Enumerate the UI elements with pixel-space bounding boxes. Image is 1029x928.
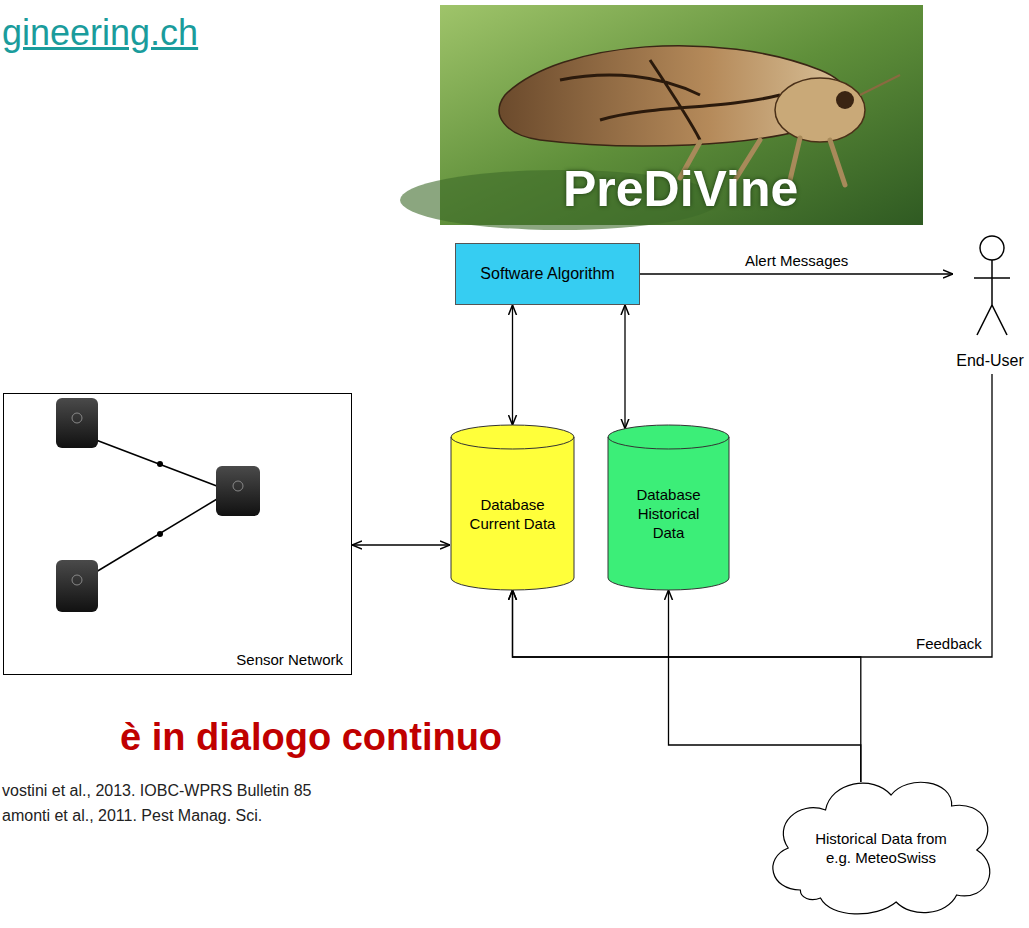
sensor-device (56, 560, 98, 612)
cylinder-rim (451, 437, 574, 449)
actor-figure-drawing (974, 236, 1010, 335)
cloud-source: Historical Data from e.g. MeteoSwiss (760, 770, 1002, 920)
sensor-device (56, 398, 98, 448)
cylinder-body (451, 425, 574, 590)
insect-head (775, 78, 865, 142)
device-led (72, 575, 82, 585)
connector-arrow (624, 305, 625, 429)
process-box: Software Algorithm (455, 243, 640, 305)
connector-arrow (669, 590, 861, 782)
actor-leg (977, 305, 992, 335)
connector-label: Feedback (914, 635, 984, 652)
device-led (233, 481, 243, 491)
connector-arrow (512, 305, 513, 425)
wing-veins (560, 60, 780, 140)
device-led (72, 413, 82, 423)
cylinder-body (608, 425, 729, 590)
node-label: Database Current Data (467, 496, 559, 534)
actor-head (980, 236, 1004, 260)
connector-arrow (513, 374, 993, 657)
actor: End-User (955, 232, 1025, 372)
link-dot (157, 531, 163, 537)
radio-link (96, 440, 222, 488)
reference: amonti et al., 2011. Pest Manag. Sci. (2, 807, 262, 825)
insect-eye (836, 91, 854, 109)
sensor-network-frame: Sensor Network (3, 393, 352, 675)
connector-arrow (513, 590, 861, 782)
box-label: Software Algorithm (480, 265, 614, 283)
actor-arms (974, 277, 1010, 279)
actor-leg (992, 305, 1007, 335)
node-label: Sensor Network (236, 651, 343, 668)
actor-body (991, 260, 993, 305)
slogan: è in dialogo continuo (120, 716, 502, 759)
database-cylinder: Database Historical Data (607, 425, 730, 590)
node-label: End-User (956, 352, 1024, 370)
project-title: PreDiVine (563, 160, 798, 218)
link-dot (157, 461, 163, 467)
web-link: gineering.ch (2, 12, 198, 54)
node-label: Database Historical Data (623, 486, 715, 542)
database-cylinder: Database Current Data (450, 425, 575, 590)
connector-arrow (640, 273, 953, 274)
connector-arrow (352, 544, 450, 545)
radio-link (96, 496, 222, 572)
node-label: Historical Data from e.g. MeteoSwiss (801, 830, 961, 868)
insect-photo (400, 5, 923, 230)
reference: vostini et al., 2013. IOBC-WPRS Bulletin… (2, 782, 311, 800)
sensor-device (216, 466, 260, 516)
cylinder-rim (608, 437, 729, 449)
cloud-shape (773, 782, 990, 914)
connector-label: Alert Messages (743, 252, 850, 269)
sensor-devices (56, 398, 260, 612)
insect-antenna (860, 75, 900, 95)
